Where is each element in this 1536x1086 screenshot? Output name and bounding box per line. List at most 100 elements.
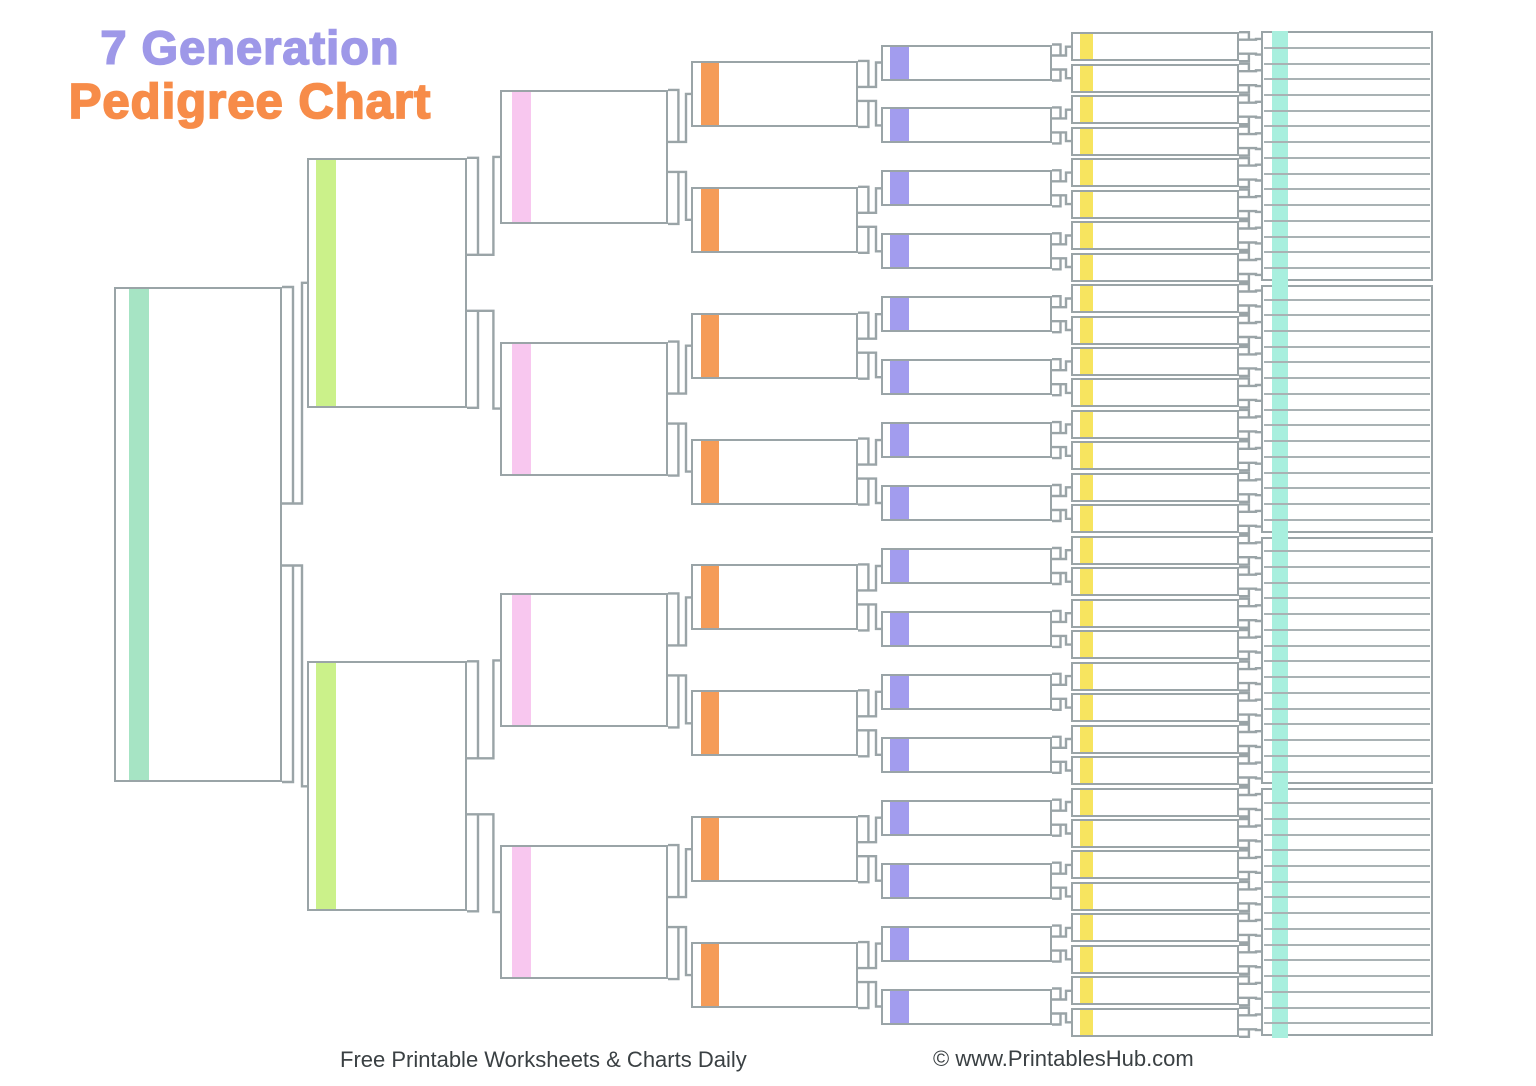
gen7-writing-line: [1264, 849, 1430, 852]
gen7-writing-line: [1264, 298, 1430, 301]
gen3-box-2: [500, 341, 668, 476]
gen6-box-16: [1071, 504, 1239, 534]
gen6-stripe: [1079, 789, 1093, 815]
gen7-group-1: [1261, 31, 1433, 281]
gen6-box-28: [1071, 881, 1239, 911]
gen3-stripe: [511, 91, 531, 222]
gen7-writing-line: [1264, 267, 1430, 269]
gen5-stripe: [889, 927, 909, 960]
gen6-box-32: [1071, 1007, 1239, 1037]
gen6-box-18: [1071, 567, 1239, 597]
gen6-box-23: [1071, 724, 1239, 754]
gen7-writing-line: [1264, 471, 1430, 474]
gen7-writing-line: [1264, 833, 1430, 836]
gen7-writing-line: [1264, 455, 1430, 458]
gen6-box-13: [1071, 409, 1239, 439]
gen5-box-12: [881, 736, 1052, 773]
gen3-stripe: [511, 847, 531, 978]
gen6-stripe: [1079, 65, 1093, 91]
gen6-box-29: [1071, 913, 1239, 943]
gen7-writing-line: [1264, 613, 1430, 616]
gen4-stripe: [700, 692, 719, 755]
gen5-stripe: [889, 738, 909, 771]
gen5-box-15: [881, 925, 1052, 962]
gen3-stripe: [511, 343, 531, 474]
gen6-box-5: [1071, 158, 1239, 188]
gen6-stripe: [1079, 286, 1093, 311]
gen4-box-8: [691, 942, 858, 1009]
gen7-writing-line: [1264, 46, 1430, 49]
gen6-box-9: [1071, 284, 1239, 313]
gen7-writing-line: [1264, 566, 1430, 568]
gen7-writing-line: [1264, 739, 1430, 741]
gen6-stripe: [1079, 97, 1093, 123]
gen5-box-14: [881, 862, 1052, 899]
gen7-writing-line: [1264, 440, 1430, 443]
gen5-box-3: [881, 170, 1052, 207]
gen7-writing-line: [1264, 754, 1430, 757]
gen6-stripe: [1079, 380, 1093, 406]
gen7-writing-line: [1264, 377, 1430, 380]
footer-credit: © www.PrintablesHub.com: [933, 1046, 1194, 1071]
gen6-box-11: [1071, 346, 1239, 376]
gen7-writing-line: [1264, 880, 1430, 883]
gen7-writing-line: [1264, 345, 1430, 348]
gen2-stripe: [315, 663, 336, 910]
gen7-writing-line: [1264, 581, 1430, 584]
gen6-stripe: [1079, 569, 1093, 595]
gen7-writing-line: [1264, 927, 1430, 930]
gen3-box-1: [500, 89, 668, 224]
gen6-box-6: [1071, 189, 1239, 219]
gen6-box-3: [1071, 95, 1239, 125]
gen6-stripe: [1079, 474, 1093, 500]
gen6-stripe: [1079, 946, 1093, 972]
gen4-stripe: [700, 188, 719, 251]
gen7-writing-line: [1264, 597, 1430, 600]
gen6-box-26: [1071, 819, 1239, 848]
gen3-stripe: [511, 595, 531, 726]
gen5-box-9: [881, 548, 1052, 584]
gen5-stripe: [889, 990, 909, 1023]
gen7-writing-line: [1264, 990, 1430, 993]
gen6-stripe: [1079, 663, 1093, 689]
gen6-box-19: [1071, 598, 1239, 628]
gen4-stripe: [700, 440, 719, 503]
gen5-box-13: [881, 799, 1052, 836]
gen4-stripe: [700, 818, 719, 881]
gen6-stripe: [1079, 726, 1093, 752]
gen6-box-24: [1071, 756, 1239, 785]
gen5-stripe: [889, 172, 909, 205]
gen5-stripe: [889, 424, 909, 457]
gen5-stripe: [889, 801, 909, 834]
gen7-writing-line: [1264, 802, 1430, 804]
gen6-box-15: [1071, 472, 1239, 502]
gen6-stripe: [1079, 1009, 1093, 1035]
gen4-box-2: [691, 186, 858, 253]
gen4-box-1: [691, 60, 858, 127]
gen6-stripe: [1079, 128, 1093, 154]
gen2-stripe: [315, 159, 336, 406]
gen6-stripe: [1079, 191, 1093, 217]
gen5-box-7: [881, 422, 1052, 459]
gen7-stripe: [1272, 31, 1288, 1038]
gen6-box-27: [1071, 850, 1239, 880]
gen6-box-22: [1071, 693, 1239, 723]
gen7-writing-line: [1264, 314, 1430, 317]
gen6-box-10: [1071, 315, 1239, 345]
gen7-writing-line: [1264, 62, 1430, 65]
gen7-writing-line: [1264, 93, 1430, 96]
gen7-writing-line: [1264, 550, 1430, 553]
gen5-stripe: [889, 361, 909, 394]
gen6-box-14: [1071, 441, 1239, 471]
gen1-stripe: [128, 289, 149, 780]
gen4-box-5: [691, 564, 858, 631]
gen6-box-30: [1071, 944, 1239, 974]
gen5-box-11: [881, 673, 1052, 710]
gen5-stripe: [889, 46, 909, 79]
gen6-stripe: [1079, 537, 1093, 563]
gen6-box-31: [1071, 976, 1239, 1006]
gen6-stripe: [1079, 506, 1093, 532]
gen6-stripe: [1079, 695, 1093, 721]
gen3-box-3: [500, 593, 668, 728]
